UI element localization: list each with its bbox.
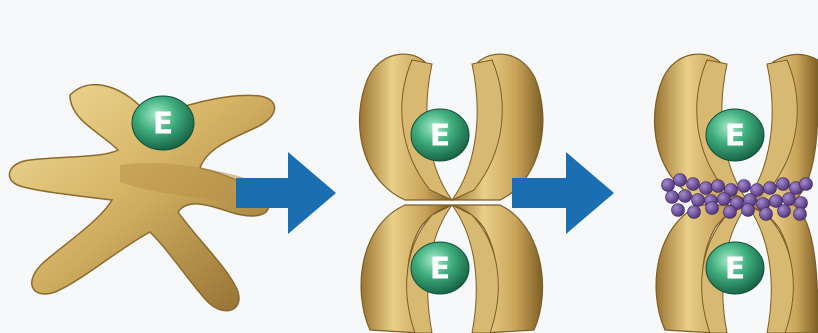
monomer-protein <box>8 83 276 312</box>
ligand-sphere <box>678 189 692 203</box>
monomer-label: E <box>153 107 174 142</box>
ligand-sphere <box>730 196 744 210</box>
ligand-sphere <box>793 207 807 221</box>
ligand-sphere <box>717 192 731 206</box>
bound-dimer-bottom-label: E <box>725 252 746 287</box>
ligand-sphere <box>777 204 791 218</box>
ligand-sphere <box>661 178 675 192</box>
ligand-cluster <box>661 173 813 221</box>
ligand-sphere <box>673 173 687 187</box>
ligand-sphere <box>671 203 685 217</box>
ligand-sphere <box>741 203 755 217</box>
ligand-sphere <box>724 183 738 197</box>
ligand-sphere <box>769 194 783 208</box>
ligand-sphere <box>776 177 790 191</box>
ligand-sphere <box>687 205 701 219</box>
dimer-bottom-label: E <box>430 252 451 287</box>
ligand-sphere <box>723 205 737 219</box>
arrow-1-icon <box>236 152 336 234</box>
ligand-sphere <box>665 190 679 204</box>
dimer-top-label-bead: E <box>410 108 470 162</box>
ligand-sphere <box>750 183 764 197</box>
ligand-sphere <box>705 201 719 215</box>
ligand-sphere <box>686 177 700 191</box>
dimer-protein <box>358 53 544 333</box>
ligand-sphere <box>763 181 777 195</box>
bound-dimer-top-label: E <box>725 119 746 154</box>
ligand-sphere <box>759 207 773 221</box>
ligand-sphere <box>782 192 796 206</box>
dimer-top-label: E <box>430 119 451 154</box>
dimer-bottom-label-bead: E <box>410 241 470 295</box>
ligand-sphere <box>691 193 705 207</box>
ligand-sphere <box>711 179 725 193</box>
bound-dimer-bottom-label-bead: E <box>705 241 765 295</box>
ligand-sphere <box>799 177 813 191</box>
bound-dimer-top-label-bead: E <box>705 108 765 162</box>
ligand-sphere <box>737 179 751 193</box>
arrow-2-icon <box>512 152 614 234</box>
monomer-label-bead: E <box>131 95 195 151</box>
ligand-sphere <box>699 181 713 195</box>
